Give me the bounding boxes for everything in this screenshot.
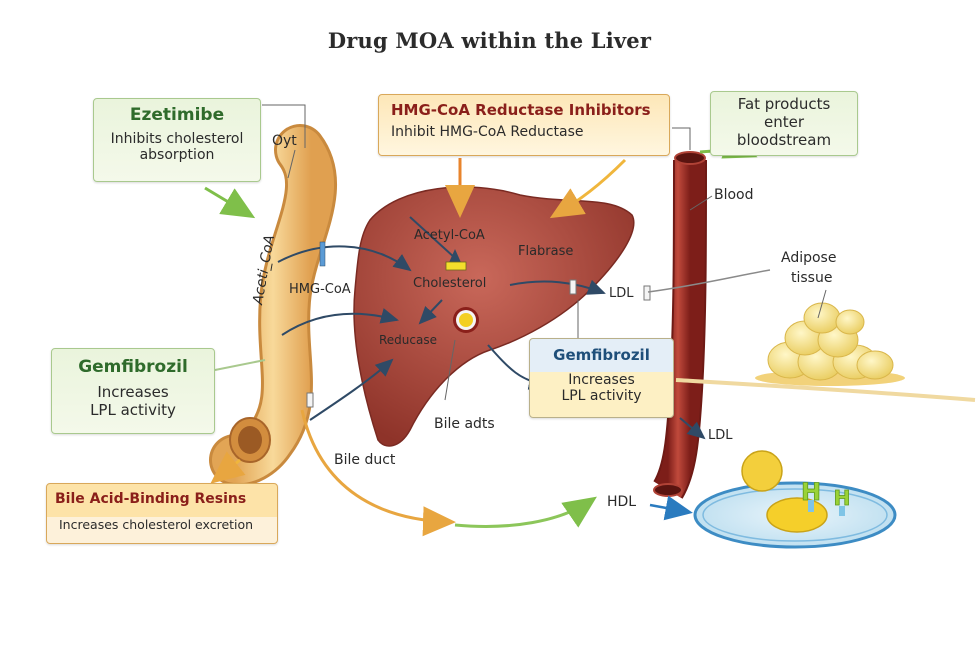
fat-products-line-1: Fat products xyxy=(737,95,831,113)
hdl-label: HDL xyxy=(607,494,637,510)
ldl-adipose-line xyxy=(647,269,771,293)
hdl-dish-illustration: H H xyxy=(693,450,897,549)
intestine-illustration xyxy=(209,124,338,487)
svg-text:H: H xyxy=(834,486,851,510)
svg-text:H: H xyxy=(801,478,821,506)
gemfibrozil-left-desc-1: Increases xyxy=(97,383,169,401)
gemfibrozil-left-desc-2: LPL activity xyxy=(90,401,176,419)
fat-products-callout: Fat products enter bloodstream xyxy=(710,91,858,156)
ezetimibe-arrow xyxy=(204,186,256,219)
blood-vessel-illustration xyxy=(653,151,707,499)
bile-resins-title: Bile Acid-Binding Resins xyxy=(55,491,247,507)
ldl-upper-label: LDL xyxy=(609,286,634,301)
receptor-icon: H xyxy=(801,478,821,512)
fat-products-line-2: enter xyxy=(763,113,804,131)
bile-duct-arrow xyxy=(300,409,456,537)
ezetimibe-callout: Ezetimibe Inhibits cholesterol absorptio… xyxy=(93,98,261,182)
adipose-label-2: tissue xyxy=(791,270,833,286)
ezetimibe-desc-2: absorption xyxy=(139,147,215,163)
oyt-label: Oyt xyxy=(272,133,297,149)
gemfibrozil-left-callout: Gemfibrozil Increases LPL activity xyxy=(51,348,215,434)
gemfibrozil-arrow xyxy=(214,359,266,371)
bile-resins-arrow xyxy=(210,451,246,484)
cholesterol-label: Cholesterol xyxy=(413,276,487,291)
flabrase-label: Flabrase xyxy=(518,244,574,259)
reducase-label: Reducase xyxy=(379,333,437,347)
bile-resins-callout: Bile Acid-Binding Resins Increases chole… xyxy=(46,483,278,544)
hmg-coa-inhibitors-callout: HMG-CoA Reductase Inhibitors Inhibit HMG… xyxy=(378,94,670,156)
hdl-blue-arrow xyxy=(649,495,693,521)
adipose-arrow xyxy=(675,378,976,402)
connector-lines xyxy=(262,104,827,401)
bile-duct-label: Bile duct xyxy=(334,452,396,468)
gemfibrozil-right-title: Gemfibrozil xyxy=(553,346,650,364)
ldl-lower-label: LDL xyxy=(708,428,733,443)
bile-adts-label: Bile adts xyxy=(434,416,495,432)
gemfibrozil-right-callout: Gemfibrozil Increases LPL activity xyxy=(529,338,674,418)
ezetimibe-title: Ezetimibe xyxy=(129,105,225,125)
ezetimibe-desc-1: Inhibits cholesterol xyxy=(110,131,244,147)
receptor-icon: H xyxy=(833,486,851,516)
acetyl-coa-label: Acetyl-CoA xyxy=(414,228,485,243)
hmg-coa-title: HMG-CoA Reductase Inhibitors xyxy=(391,101,651,119)
adipose-tissue-illustration xyxy=(755,302,905,386)
fat-products-line-3: bloodstream xyxy=(736,131,832,149)
gemfibrozil-left-title: Gemfibrozil xyxy=(78,357,188,377)
gemfibrozil-right-desc-1: Increases xyxy=(568,372,635,388)
diagram-title: Drug MOA within the Liver xyxy=(327,28,652,53)
hmg-coa-label: HMG-CoA xyxy=(289,282,351,297)
hdl-green-arrow xyxy=(454,496,597,528)
inhibitor-markers xyxy=(306,241,651,408)
liver-illustration xyxy=(353,186,635,447)
blood-label: Blood xyxy=(714,187,754,203)
hmg-coa-desc: Inhibit HMG-CoA Reductase xyxy=(391,124,584,140)
hmg-inhibitor-arrow-2 xyxy=(549,158,627,219)
bile-resins-desc: Increases cholesterol excretion xyxy=(59,517,254,532)
gemfibrozil-right-desc-2: LPL activity xyxy=(561,388,642,404)
adipose-label-1: Adipose xyxy=(781,250,837,266)
